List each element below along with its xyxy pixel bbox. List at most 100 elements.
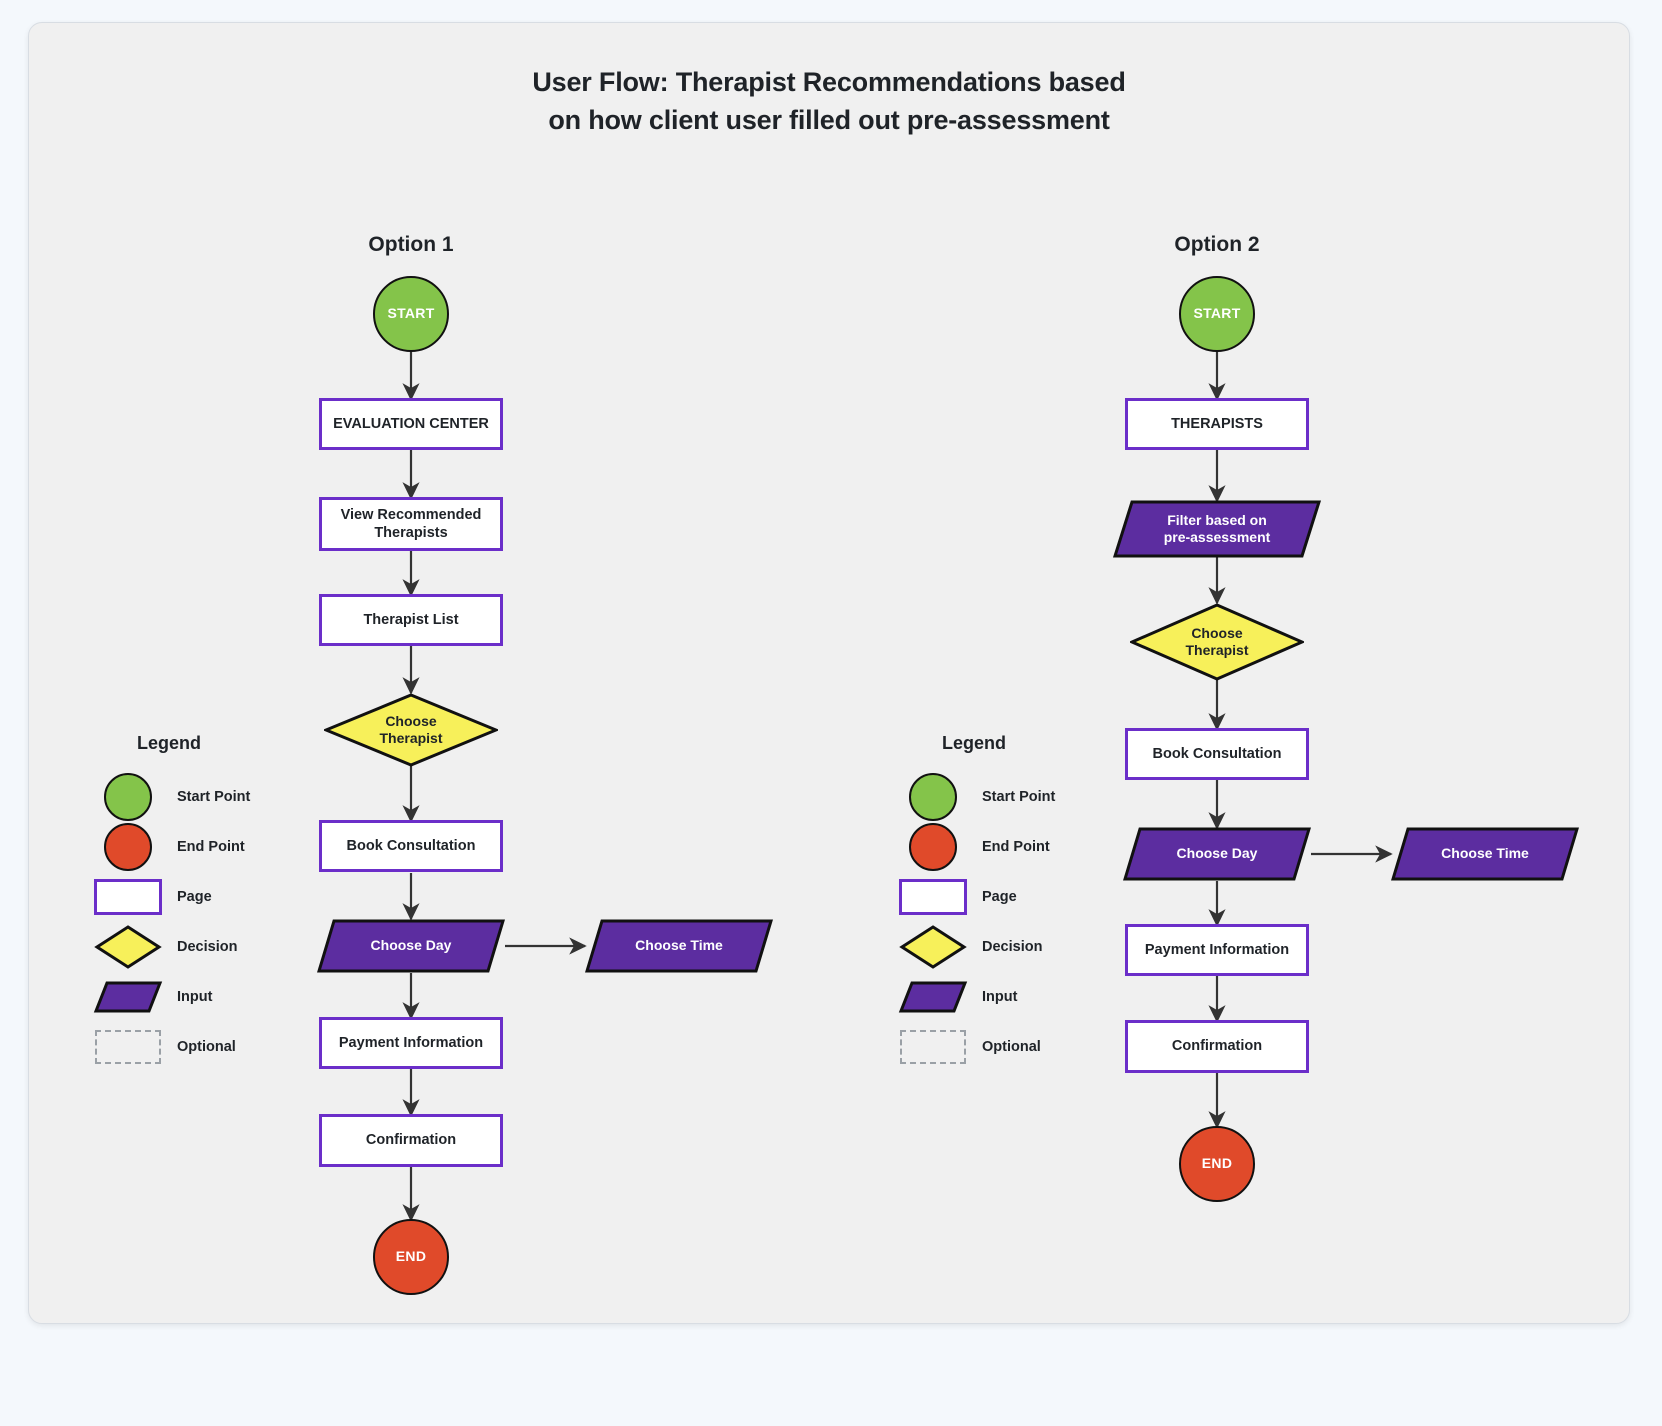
- legend-label-input: Input: [982, 989, 1018, 1005]
- legend-swatch-diamond: [89, 924, 167, 970]
- legend-right: Legend Start Point End Point: [894, 733, 1134, 1072]
- node-o1-evaluation-center[interactable]: EVALUATION CENTER: [319, 398, 503, 450]
- node-o1-view-line-2: Therapists: [374, 525, 448, 541]
- legend-title: Legend: [941, 733, 1006, 753]
- node-o2-end[interactable]: END: [1179, 1126, 1255, 1202]
- node-o2-payment-information[interactable]: Payment Information: [1125, 924, 1309, 976]
- column-header-option-2: Option 2: [1174, 233, 1260, 256]
- node-o2-choose-line-2: Therapist: [1185, 642, 1249, 658]
- page-title: User Flow: Therapist Recommendations bas…: [29, 63, 1629, 140]
- node-o1-choose-therapist[interactable]: Choose Therapist: [324, 693, 498, 767]
- node-o2-filter-line-2: pre-assessment: [1163, 529, 1271, 545]
- legend-label-end-point: End Point: [982, 839, 1050, 855]
- node-o2-therapists-label: THERAPISTS: [1171, 415, 1263, 432]
- legend-item-input: Input: [894, 972, 1134, 1022]
- node-o1-choose-day[interactable]: Choose Day: [317, 919, 505, 973]
- parallelogram-shape-icon: [1391, 827, 1579, 881]
- legend-title: Legend: [136, 733, 201, 753]
- diagram-card: User Flow: Therapist Recommendations bas…: [28, 22, 1630, 1324]
- legend-label-page: Page: [177, 889, 212, 905]
- page-title-line-2: on how client user filled out pre-assess…: [548, 105, 1110, 136]
- legend-label-input: Input: [177, 989, 213, 1005]
- node-o2-choose-day-label: Choose Day: [1176, 845, 1258, 862]
- node-o2-confirmation[interactable]: Confirmation: [1125, 1020, 1309, 1073]
- node-o2-choose-time-label: Choose Time: [1441, 845, 1529, 862]
- legend-item-optional: Optional: [89, 1022, 329, 1072]
- node-o1-choose-day-label: Choose Day: [370, 937, 452, 954]
- node-o1-choose-line-1: Choose: [385, 712, 437, 729]
- node-o1-view-line-1: View Recommended: [340, 506, 482, 523]
- legend-left: Legend Start Point End Point: [89, 733, 329, 1072]
- circle-green-icon: [104, 773, 152, 821]
- legend-item-page: Page: [89, 872, 329, 922]
- legend-swatch-circle-red: [89, 823, 167, 871]
- node-o1-payment-information[interactable]: Payment Information: [319, 1017, 503, 1069]
- node-o2-book-consultation-label: Book Consultation: [1152, 745, 1282, 762]
- rect-dashed-icon: [95, 1030, 161, 1064]
- parallelogram-shape-icon: [1123, 827, 1311, 881]
- node-o1-choose-time[interactable]: Choose Time: [585, 919, 773, 973]
- node-o1-confirmation[interactable]: Confirmation: [319, 1114, 503, 1167]
- legend-item-end-point: End Point: [894, 822, 1134, 872]
- diamond-shape-icon: [1130, 603, 1304, 681]
- node-o2-therapists[interactable]: THERAPISTS: [1125, 398, 1309, 450]
- node-o2-start-label: START: [1193, 305, 1241, 322]
- legend-swatch-circle-green: [89, 773, 167, 821]
- legend-item-input: Input: [89, 972, 329, 1022]
- node-o1-evaluation-center-label: EVALUATION CENTER: [333, 415, 489, 432]
- node-o1-therapist-list-label: Therapist List: [363, 611, 459, 628]
- diamond-yellow-icon: [899, 925, 967, 969]
- node-o2-choose-therapist[interactable]: Choose Therapist: [1130, 603, 1304, 681]
- legend-swatch-circle-red: [894, 823, 972, 871]
- node-o2-confirmation-label: Confirmation: [1171, 1038, 1263, 1055]
- rect-page-icon: [899, 879, 967, 915]
- node-o1-book-consultation[interactable]: Book Consultation: [319, 820, 503, 872]
- node-o2-filter-based-on-pre-assessment[interactable]: Filter based on pre-assessment: [1113, 500, 1321, 558]
- node-o1-start[interactable]: START: [373, 276, 449, 352]
- legend-swatch-rect-page: [894, 879, 972, 915]
- legend-item-page: Page: [894, 872, 1134, 922]
- node-o1-book-consultation-label: Book Consultation: [346, 837, 476, 854]
- legend-item-end-point: End Point: [89, 822, 329, 872]
- node-o2-filter-label: Filter based on pre-assessment: [1164, 512, 1271, 547]
- legend-label-start-point: Start Point: [177, 789, 251, 805]
- circle-green-icon: [909, 773, 957, 821]
- node-o1-choose-line-2: Therapist: [379, 730, 443, 746]
- diamond-shape-icon: [324, 693, 498, 767]
- legend-label-end-point: End Point: [177, 839, 245, 855]
- parallelogram-purple-icon: [898, 981, 968, 1013]
- rect-dashed-icon: [900, 1030, 966, 1064]
- legend-item-start-point: Start Point: [894, 772, 1134, 822]
- legend-label-optional: Optional: [177, 1039, 236, 1055]
- node-o1-view-recommended-therapists[interactable]: View Recommended Therapists: [319, 497, 503, 551]
- legend-swatch-diamond: [894, 924, 972, 970]
- flowchart-canvas: User Flow: Therapist Recommendations bas…: [29, 23, 1629, 1323]
- node-o1-end[interactable]: END: [373, 1219, 449, 1295]
- legend-item-optional: Optional: [894, 1022, 1134, 1072]
- parallelogram-shape-icon: [1113, 500, 1321, 558]
- legend-swatch-rect-dashed: [894, 1030, 972, 1064]
- node-o2-choose-day[interactable]: Choose Day: [1123, 827, 1311, 881]
- edge-layer: [402, 348, 1393, 1222]
- node-o2-choose-time[interactable]: Choose Time: [1391, 827, 1579, 881]
- node-o2-choose-therapist-label: Choose Therapist: [1185, 625, 1248, 660]
- legend-label-decision: Decision: [982, 939, 1043, 955]
- parallelogram-purple-icon: [93, 981, 163, 1013]
- legend-swatch-rect-dashed: [89, 1030, 167, 1064]
- node-o1-choose-time-label: Choose Time: [635, 937, 723, 954]
- legend-label-page: Page: [982, 889, 1017, 905]
- rect-page-icon: [94, 879, 162, 915]
- legend-swatch-parallelogram: [89, 980, 167, 1014]
- page-title-line-1: User Flow: Therapist Recommendations bas…: [532, 67, 1126, 97]
- node-o2-book-consultation[interactable]: Book Consultation: [1125, 728, 1309, 780]
- legend-swatch-parallelogram: [894, 980, 972, 1014]
- legend-item-decision: Decision: [894, 922, 1134, 972]
- circle-red-icon: [104, 823, 152, 871]
- node-o2-filter-line-1: Filter based on: [1167, 511, 1267, 528]
- node-o2-start[interactable]: START: [1179, 276, 1255, 352]
- node-o1-therapist-list[interactable]: Therapist List: [319, 594, 503, 646]
- legend-label-decision: Decision: [177, 939, 238, 955]
- column-header-option-1: Option 1: [368, 233, 454, 256]
- parallelogram-shape-icon: [317, 919, 505, 973]
